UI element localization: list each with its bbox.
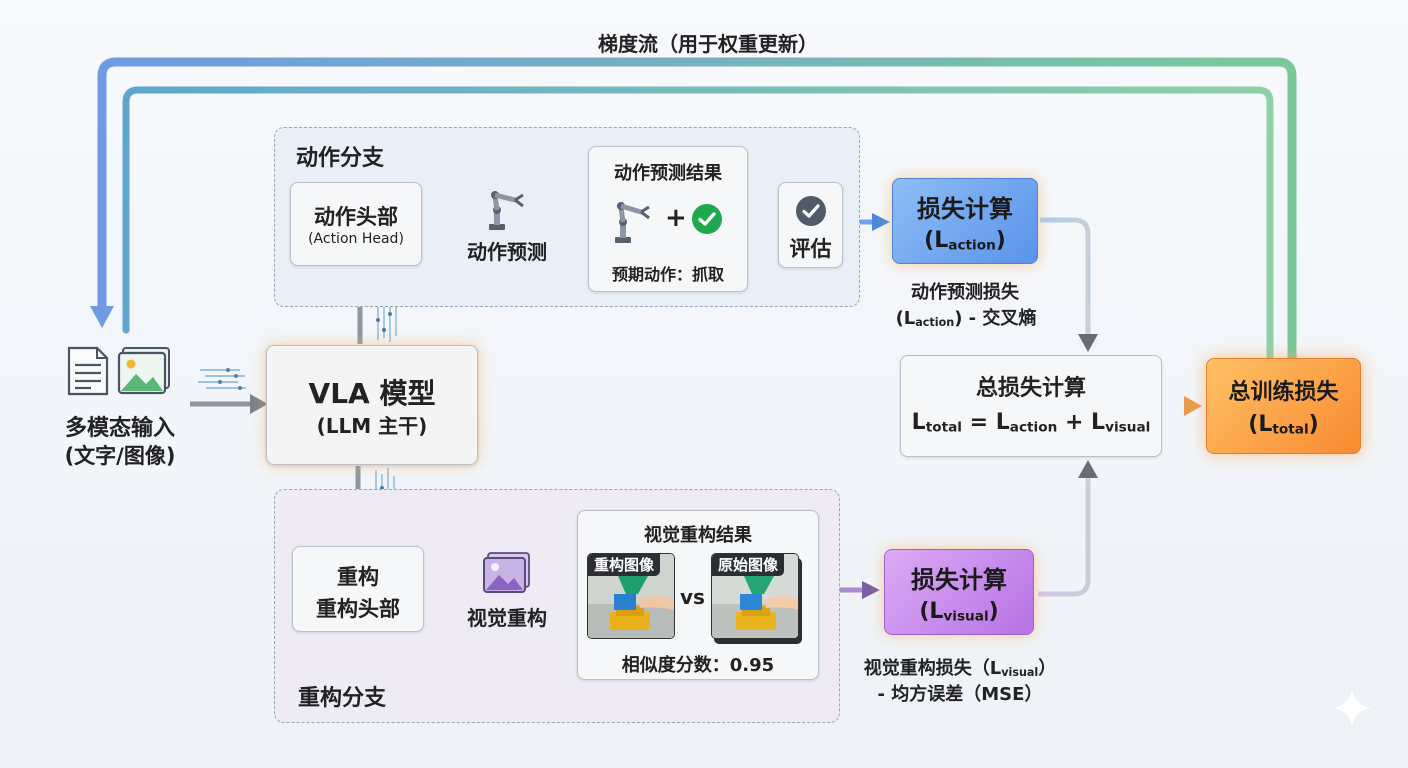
action-branch-label: 动作分支 — [296, 146, 385, 171]
action-result-node: 动作预测结果 + 预期动作：抓取 — [588, 146, 748, 292]
image-icon — [117, 347, 171, 395]
recon-branch-label: 重构分支 — [298, 686, 387, 711]
robot-arm-icon — [611, 197, 655, 245]
input-label-line1: 多模态输入 — [64, 416, 175, 441]
orig-image-label: 原始图像 — [712, 554, 785, 576]
document-icon — [66, 345, 110, 397]
total-loss-symbol: (Ltotal) — [1248, 412, 1319, 438]
gradient-flow-label: 梯度流（用于权重更新） — [598, 32, 818, 56]
recon-head-line2: 重构头部 — [316, 597, 400, 621]
action-predict-label: 动作预测 — [467, 240, 547, 264]
total-loss-formula: Ltotal = Laction + Lvisual — [911, 410, 1151, 436]
sparkle-icon — [1330, 686, 1374, 730]
action-loss-desc2: (Laction) - 交叉熵 — [895, 308, 1037, 330]
total-loss-title: 总训练损失 — [1228, 380, 1339, 406]
expected-action-label: 预期动作：抓取 — [611, 265, 724, 284]
visual-loss-title: 损失计算 — [911, 565, 1007, 594]
model-subtitle: (LLM 主干) — [316, 414, 428, 438]
visual-loss-desc1: 视觉重构损失（Lvisual） — [863, 658, 1057, 680]
visual-loss-desc2: - 均方误差（MSE） — [877, 684, 1043, 705]
recon-head-line1: 重构 — [337, 565, 379, 589]
evaluate-node: 评估 — [778, 182, 843, 268]
visual-recon-label: 视觉重构 — [467, 606, 547, 630]
total-loss-calc-node: 总损失计算 Ltotal = Laction + Lvisual — [900, 355, 1162, 457]
vs-label: vs — [680, 585, 705, 609]
action-head-title: 动作头部 — [314, 205, 398, 229]
input-label-line2: (文字/图像) — [64, 444, 176, 468]
recon-head-node: 重构 重构头部 — [292, 546, 424, 632]
original-image: 原始图像 — [711, 553, 799, 639]
action-loss-title: 损失计算 — [917, 194, 1013, 223]
action-loss-node: 损失计算 (Laction) — [892, 178, 1038, 264]
gradient-flow-inner — [122, 86, 1274, 366]
action-head-node: 动作头部 (Action Head) — [290, 182, 422, 266]
evaluate-label: 评估 — [789, 237, 832, 261]
visual-result-node: 视觉重构结果 重构图像 vs — [577, 510, 819, 680]
action-head-subtitle: (Action Head) — [308, 231, 404, 247]
check-circle-icon — [795, 195, 827, 227]
check-circle-icon — [691, 203, 723, 235]
action-loss-desc1: 动作预测损失 — [911, 282, 1019, 303]
action-result-title: 动作预测结果 — [614, 163, 722, 184]
recon-image-label: 重构图像 — [588, 554, 661, 576]
action-loss-symbol: (Laction) — [924, 227, 1006, 254]
model-title: VLA 模型 — [308, 377, 436, 410]
reconstructed-image: 重构图像 — [587, 553, 675, 639]
total-training-loss-node: 总训练损失 (Ltotal) — [1206, 358, 1361, 454]
plus-sign: + — [665, 203, 687, 233]
similarity-score: 相似度分数：0.95 — [621, 655, 775, 676]
visual-result-title: 视觉重构结果 — [644, 525, 752, 546]
visual-loss-symbol: (Lvisual) — [919, 598, 999, 625]
image-icon — [483, 552, 531, 594]
total-calc-title: 总损失计算 — [975, 376, 1086, 401]
robot-arm-icon — [485, 188, 529, 232]
visual-loss-node: 损失计算 (Lvisual) — [884, 549, 1034, 635]
gradient-flow-outer — [97, 57, 1297, 367]
vla-model-node: VLA 模型 (LLM 主干) — [266, 345, 478, 465]
gradient-arrowhead — [90, 306, 114, 328]
